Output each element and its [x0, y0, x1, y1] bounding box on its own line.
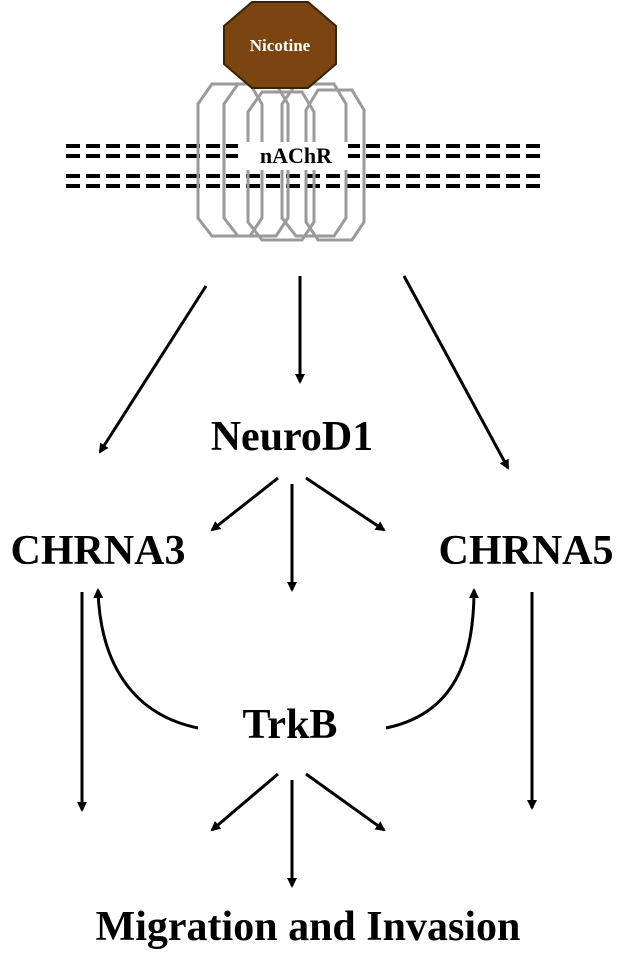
trkb-label: TrkB — [243, 702, 338, 748]
arrow-receptor-to-chrna3 — [98, 285, 208, 454]
outcome-label: Migration and Invasion — [96, 904, 521, 950]
arrow-receptor-to-chrna5 — [402, 275, 510, 470]
neurod1-arrows — [210, 476, 386, 592]
nicotine-molecule: Nicotine — [223, 0, 337, 89]
nachr-label: nAChR — [260, 143, 333, 168]
arrow-trkb-left — [210, 772, 279, 832]
chrna3-label: CHRNA3 — [11, 528, 186, 574]
side-down-arrows — [77, 592, 537, 812]
arrow-trkb-to-chrna5 — [385, 588, 479, 730]
trkb-feedback-arrows — [93, 588, 479, 730]
arrow-neurod1-to-chrna5 — [305, 476, 386, 532]
nachr-receptor: nAChR — [196, 82, 366, 242]
nicotine-label: Nicotine — [250, 36, 311, 55]
chrna5-label: CHRNA5 — [439, 528, 614, 574]
receptor-arrows — [98, 275, 510, 470]
trkb-down-arrows — [210, 772, 386, 888]
arrow-trkb-right — [305, 772, 386, 832]
arrow-neurod1-to-chrna3 — [210, 476, 279, 532]
neurod1-label: NeuroD1 — [211, 414, 374, 460]
arrow-trkb-to-chrna3 — [93, 588, 199, 730]
